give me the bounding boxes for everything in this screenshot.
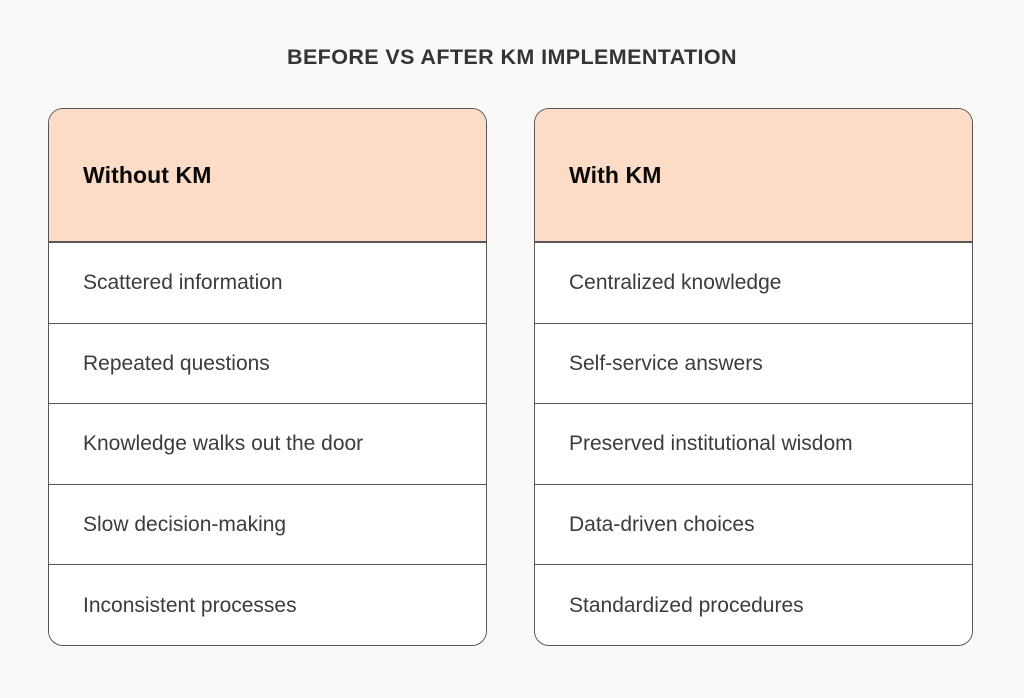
card-header-without-km: Without KM [49, 109, 486, 243]
table-row: Self-service answers [535, 323, 972, 405]
table-row: Repeated questions [49, 323, 486, 405]
table-row: Centralized knowledge [535, 243, 972, 324]
table-row-label: Repeated questions [83, 351, 270, 375]
table-row-label: Scattered information [83, 271, 283, 295]
table-row-label: Preserved institutional wisdom [569, 432, 853, 456]
page-title: BEFORE VS AFTER KM IMPLEMENTATION [287, 45, 737, 69]
table-row-label: Centralized knowledge [569, 271, 782, 295]
card-header-label: With KM [569, 162, 662, 188]
card-header-label: Without KM [83, 162, 212, 188]
table-row-label: Slow decision-making [83, 513, 287, 537]
comparison-card-without-km: Without KM Scattered information Repeate… [48, 108, 487, 646]
table-row-label: Data-driven choices [569, 513, 755, 537]
table-row-label: Standardized procedures [569, 593, 804, 617]
table-row: Slow decision-making [49, 484, 486, 566]
table-row: Standardized procedures [535, 565, 972, 645]
table-row: Preserved institutional wisdom [535, 404, 972, 485]
card-body-with-km: Centralized knowledge Self-service answe… [535, 243, 972, 645]
table-row-label: Knowledge walks out the door [83, 432, 364, 456]
table-row-label: Self-service answers [569, 351, 763, 375]
table-row: Scattered information [49, 243, 486, 324]
card-body-without-km: Scattered information Repeated questions… [49, 243, 486, 645]
table-row: Data-driven choices [535, 484, 972, 566]
comparison-card-with-km: With KM Centralized knowledge Self-servi… [534, 108, 973, 646]
table-row: Knowledge walks out the door [49, 404, 486, 485]
table-row: Inconsistent processes [49, 565, 486, 645]
card-header-with-km: With KM [535, 109, 972, 243]
comparison-cards-container: Without KM Scattered information Repeate… [48, 108, 973, 646]
table-row-label: Inconsistent processes [83, 593, 297, 617]
